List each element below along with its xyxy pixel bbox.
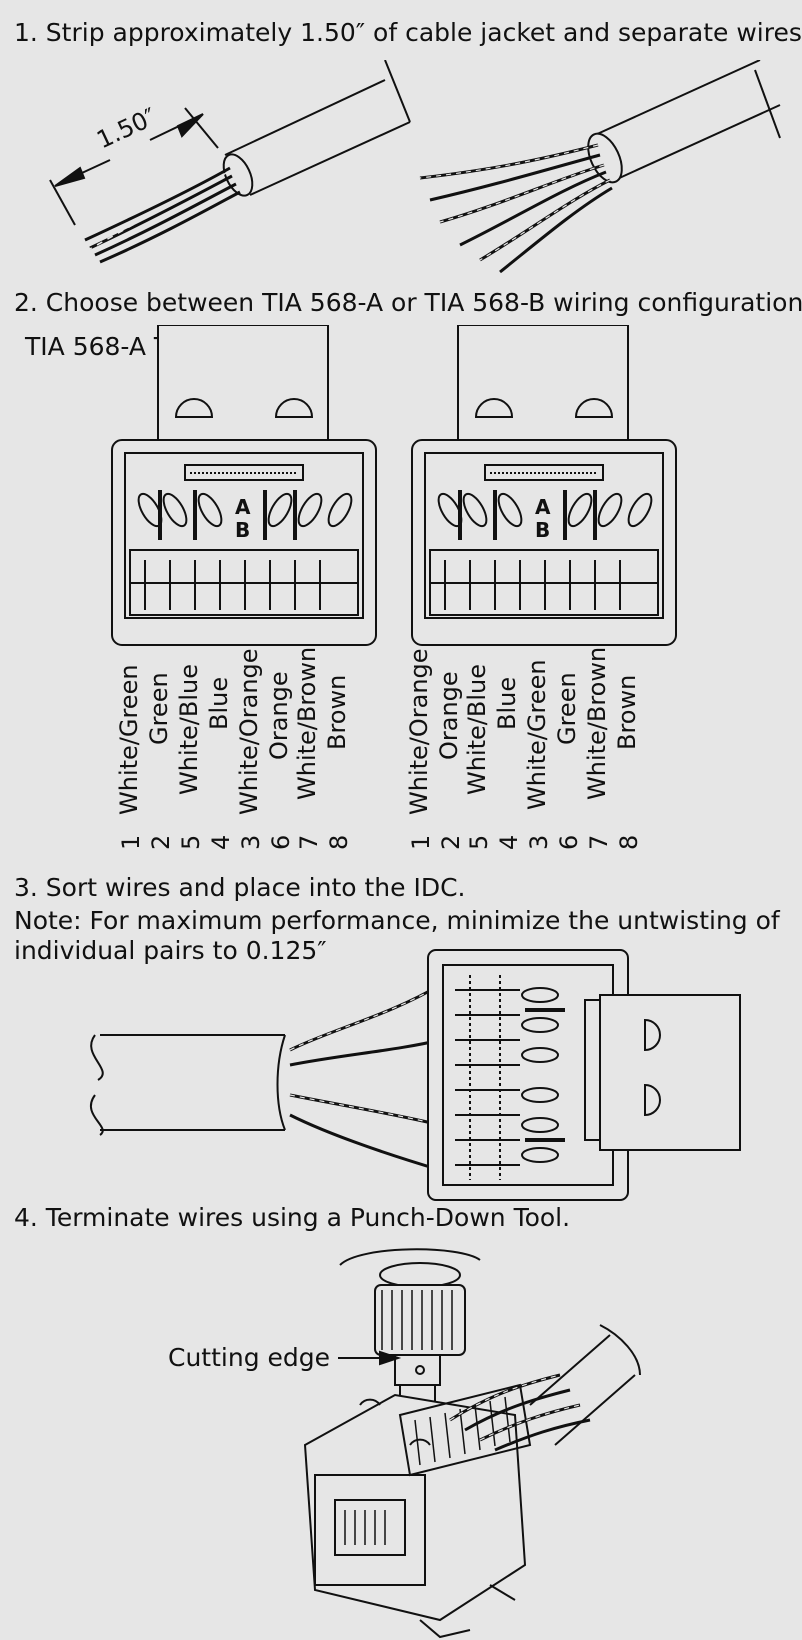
- jack-b-letter-b: B: [535, 518, 551, 542]
- pin-number: 3: [237, 834, 265, 850]
- wire-label: Brown: [323, 674, 351, 750]
- pin-number: 2: [147, 834, 175, 850]
- wire-label: Orange: [265, 671, 293, 760]
- step-1-text: 1. Strip approximately 1.50″ of cable ja…: [14, 18, 802, 47]
- pin-number: 8: [325, 834, 353, 850]
- wire-label: White/Blue: [463, 664, 491, 795]
- punch-down-illustration: [0, 1245, 802, 1640]
- wire-label: Blue: [205, 676, 233, 730]
- pin-number: 6: [267, 834, 295, 850]
- jack-a-diagram: [111, 325, 377, 646]
- pin-number: 6: [555, 834, 583, 850]
- wire-label: Brown: [613, 674, 641, 750]
- jack-a-letter-a: A: [235, 495, 251, 519]
- cable-jacket-right: [594, 60, 761, 136]
- wire-label: White/Orange: [405, 648, 433, 815]
- pin-number: 1: [117, 834, 145, 850]
- wire-label: White/Brown: [293, 646, 321, 800]
- jack-a-letter-b: B: [235, 518, 251, 542]
- pin-number: 1: [407, 834, 435, 850]
- wire-label: Orange: [435, 671, 463, 760]
- jack-b-letter-a: A: [535, 495, 551, 519]
- jack-b-diagram: [411, 325, 677, 646]
- idc-placement-illustration: [0, 945, 802, 1205]
- jack-diagrams: [0, 325, 802, 650]
- pin-number: 7: [295, 834, 323, 850]
- pin-number: 5: [177, 834, 205, 850]
- cable-jacket-left: [224, 79, 386, 156]
- wire-label: White/Brown: [583, 646, 611, 800]
- step-3-note-line-1: Note: For maximum performance, minimize …: [14, 906, 780, 935]
- wire-label: White/Orange: [235, 648, 263, 815]
- wire-label: Green: [145, 672, 173, 745]
- step-3-text: 3. Sort wires and place into the IDC.: [14, 873, 466, 902]
- pin-number: 5: [465, 834, 493, 850]
- step-4-text: 4. Terminate wires using a Punch-Down To…: [14, 1203, 571, 1232]
- wire-label: Green: [553, 672, 581, 745]
- pin-number: 4: [495, 834, 523, 850]
- pin-number: 8: [615, 834, 643, 850]
- wire-label: Blue: [493, 676, 521, 730]
- step-2-text: 2. Choose between TIA 568-A or TIA 568-B…: [14, 288, 802, 317]
- pin-number: 3: [525, 834, 553, 850]
- wire-label: White/Green: [115, 664, 143, 815]
- pin-number: 2: [437, 834, 465, 850]
- pin-number: 4: [207, 834, 235, 850]
- wire-label: White/Blue: [175, 664, 203, 795]
- step-3-note-line-2: individual pairs to 0.125″: [14, 936, 327, 965]
- wire-label: White/Green: [523, 659, 551, 810]
- strip-cable-illustration: [0, 60, 802, 290]
- pin-number: 7: [585, 834, 613, 850]
- cutting-edge-callout: Cutting edge: [168, 1343, 331, 1372]
